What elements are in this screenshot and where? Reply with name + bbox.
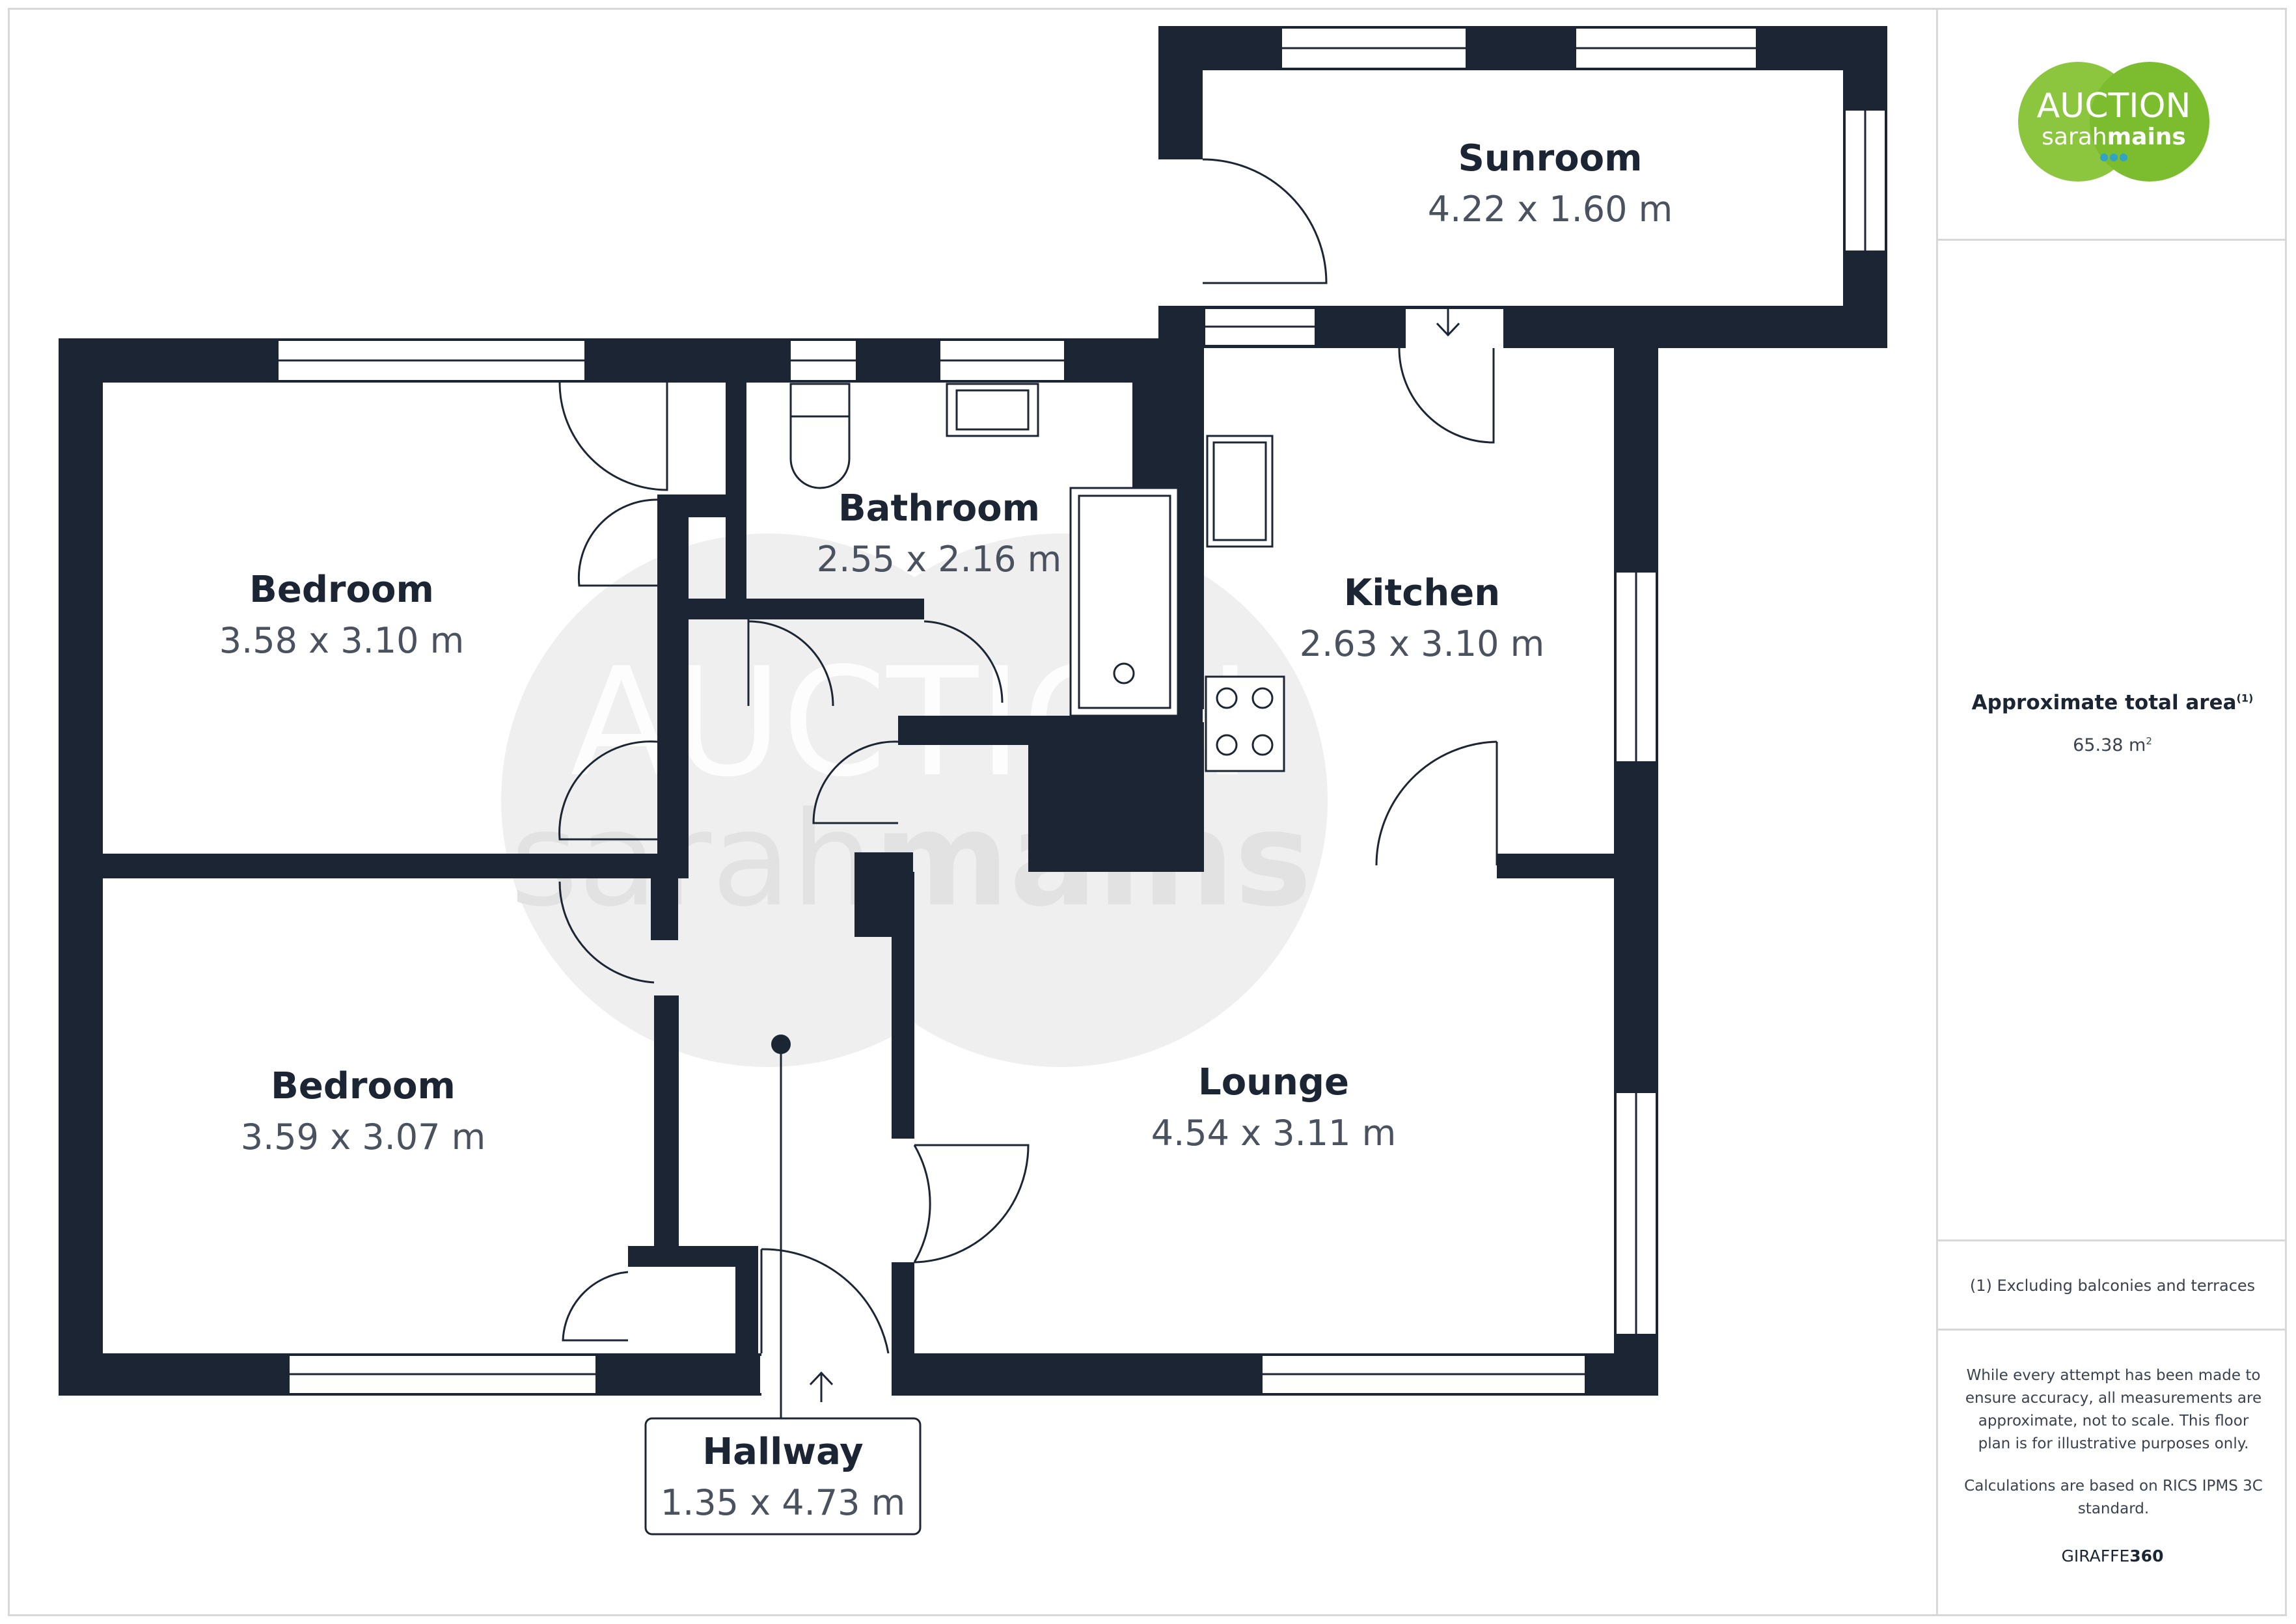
- room-name-lounge: Lounge: [1198, 1061, 1349, 1103]
- panel-divider: [1938, 1239, 2287, 1241]
- room-dims-bedroom-1: 3.58 x 3.10 m: [219, 620, 465, 661]
- room-dims-bathroom: 2.55 x 2.16 m: [817, 539, 1062, 580]
- footnote: (1) Excluding balconies and terraces: [1969, 1277, 2256, 1295]
- sunroom-arrow-icon: [1436, 306, 1460, 337]
- room-name-sunroom: Sunroom: [1458, 137, 1643, 180]
- panel-divider: [1938, 239, 2287, 241]
- area-note-marker: (1): [2236, 692, 2254, 705]
- logo-word-3: mains: [2107, 124, 2186, 150]
- windows: [279, 47, 1866, 1375]
- hallway-marker: [644, 306, 1460, 1536]
- calc-note: Calculations are based on RICS IPMS 3C s…: [1964, 1478, 2263, 1517]
- kitchen-sink: [1206, 435, 1274, 548]
- page-frame: [8, 8, 2287, 1616]
- room-dims-sunroom: 4.22 x 1.60 m: [1428, 189, 1673, 230]
- logo-word-2: sarah: [2042, 124, 2107, 150]
- toilet-bowl: [789, 415, 851, 489]
- room-name-hallway: Hallway: [702, 1431, 863, 1473]
- fixtures: [789, 383, 1285, 772]
- toilet-cistern: [789, 383, 851, 418]
- hallway-label-box: [644, 1417, 922, 1536]
- room-dims-hallway: 1.35 x 4.73 m: [661, 1482, 906, 1523]
- room-name-bathroom: Bathroom: [838, 487, 1040, 530]
- room-name-bedroom-1: Bedroom: [249, 569, 434, 611]
- giraffe360-brand: GIRAFFE360: [2061, 1547, 2164, 1565]
- entrance-arrow-icon: [809, 1371, 834, 1402]
- bathroom-sink: [946, 383, 1039, 437]
- area-unit-sup: 2: [2146, 735, 2152, 747]
- disclaimer: While every attempt has been made to ens…: [1965, 1367, 2262, 1452]
- doors: [558, 158, 1498, 1354]
- room-name-kitchen: Kitchen: [1344, 572, 1500, 614]
- svg-text:sarahmains: sarahmains: [2042, 124, 2186, 150]
- room-name-bedroom-2: Bedroom: [271, 1065, 456, 1107]
- room-dims-lounge: 4.54 x 3.11 m: [1151, 1113, 1397, 1154]
- auction-logo: AUCTION sarahmains: [2018, 62, 2209, 182]
- room-dims-bedroom-2: 3.59 x 3.07 m: [241, 1116, 486, 1157]
- room-labels: Sunroom 4.22 x 1.60 m Bathroom 2.55 x 2.…: [219, 137, 1673, 1523]
- hob: [1205, 675, 1285, 772]
- room-dims-kitchen: 2.63 x 3.10 m: [1300, 623, 1545, 664]
- logo-word-1: AUCTION: [2037, 87, 2191, 126]
- info-panel: AUCTION sarahmains Approximate total are…: [1936, 8, 2287, 1616]
- floor-plan: AUCTION sarahmains: [59, 26, 1887, 1536]
- area-title: Approximate total area(1): [1971, 691, 2254, 714]
- panel-divider: [1938, 1329, 2287, 1331]
- area-value: 65.38 m2: [2073, 735, 2152, 755]
